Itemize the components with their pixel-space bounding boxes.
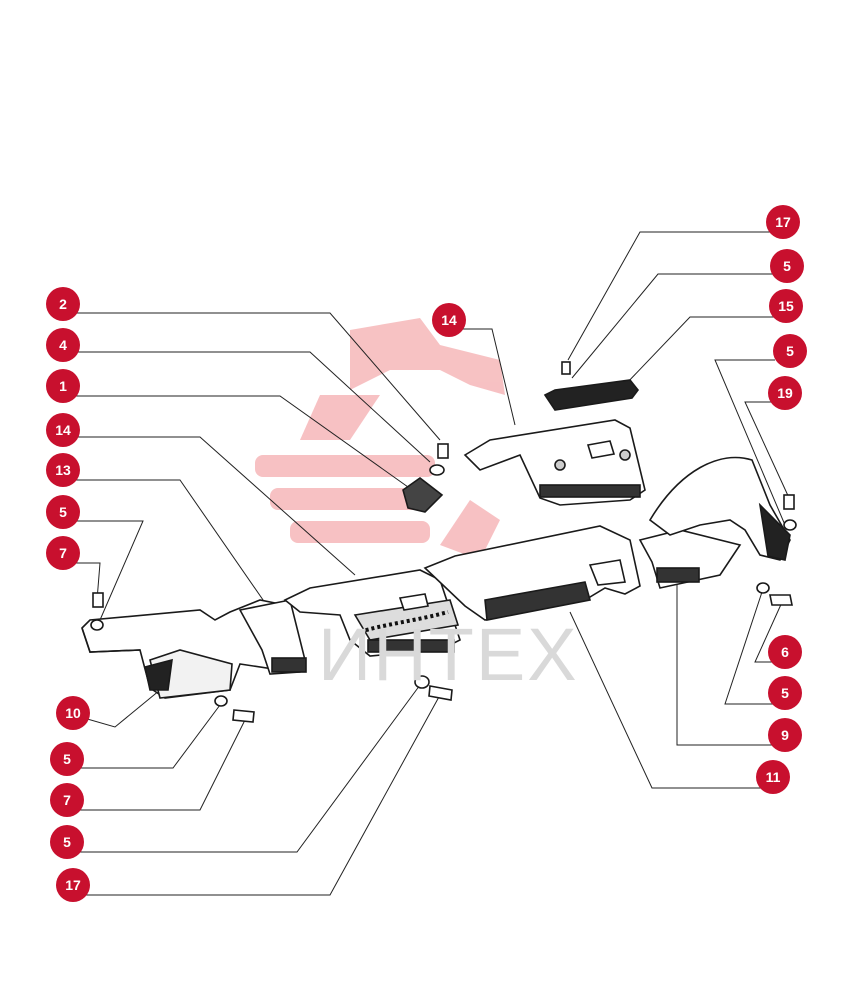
callout-9: 9 (768, 718, 802, 752)
callout-17: 17 (56, 868, 90, 902)
callout-5: 5 (768, 676, 802, 710)
callout-1: 1 (46, 369, 80, 403)
callout-6: 6 (768, 635, 802, 669)
callout-10: 10 (56, 696, 90, 730)
watermark-logo (255, 318, 505, 560)
exploded-parts (81, 361, 797, 723)
watermark-text: ИНТЕХ (318, 613, 579, 696)
callout-19: 19 (768, 376, 802, 410)
callout-17: 17 (766, 205, 800, 239)
callout-15: 15 (769, 289, 803, 323)
callout-4: 4 (46, 328, 80, 362)
callout-5: 5 (50, 742, 84, 776)
callout-2: 2 (46, 287, 80, 321)
callout-5: 5 (50, 825, 84, 859)
callout-14: 14 (432, 303, 466, 337)
callout-5: 5 (770, 249, 804, 283)
callout-7: 7 (46, 536, 80, 570)
callout-14: 14 (46, 413, 80, 447)
callout-7: 7 (50, 783, 84, 817)
callout-5: 5 (773, 334, 807, 368)
callout-11: 11 (756, 760, 790, 794)
callout-13: 13 (46, 453, 80, 487)
callout-5: 5 (46, 495, 80, 529)
